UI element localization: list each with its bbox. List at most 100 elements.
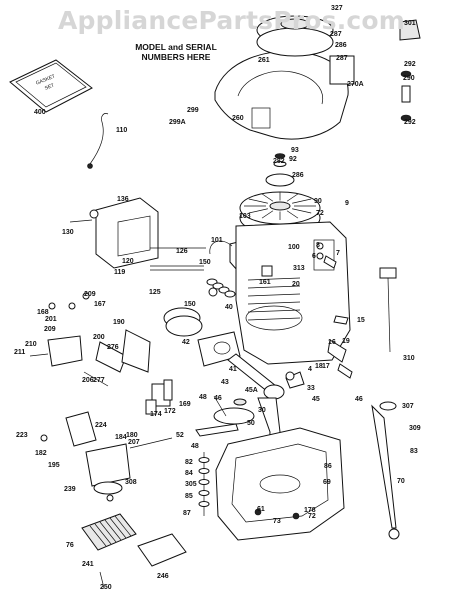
part-number-307: 307	[402, 403, 414, 410]
part-number-9: 9	[345, 200, 349, 207]
gasket-set-label-line-2: SET	[44, 82, 55, 91]
flywheel-fin	[261, 193, 274, 202]
part-209	[82, 292, 90, 300]
part-number-92: 92	[289, 156, 297, 163]
part-number-87: 87	[183, 510, 191, 517]
part-number-41: 41	[229, 366, 237, 373]
flywheel-hub	[269, 201, 291, 211]
part-number-287: 287	[336, 55, 348, 62]
governor-shaft-washer	[198, 490, 210, 496]
air-filter-pleat	[89, 525, 107, 547]
part-number-136: 136	[117, 196, 129, 203]
part-number-211: 211	[14, 349, 25, 356]
part-number-73: 73	[273, 518, 281, 525]
washer	[273, 161, 287, 167]
part-number-6: 6	[312, 253, 316, 260]
part-number-15: 15	[357, 317, 365, 324]
part-number-45: 45	[312, 396, 320, 403]
part-number-287: 287	[330, 31, 342, 38]
oil-fill-tube	[371, 404, 397, 529]
part-15	[333, 315, 349, 325]
cylinder-fin	[247, 277, 301, 281]
drain-plug-73	[254, 508, 262, 516]
part-number-76: 76	[66, 542, 74, 549]
wire-110-end	[87, 163, 93, 169]
part-276	[121, 329, 151, 373]
part-number-167: 167	[94, 301, 106, 308]
part-number-207: 207	[128, 439, 140, 446]
flywheel-fin	[248, 198, 268, 204]
flywheel-fin	[286, 210, 299, 219]
cylinder-fin	[247, 309, 301, 313]
part-number-210: 210	[25, 341, 37, 348]
part-number-48: 48	[191, 443, 199, 450]
part-7	[323, 255, 337, 269]
part-number-241: 241	[82, 561, 94, 568]
carburetor-body	[95, 197, 159, 269]
flywheel-nut	[274, 153, 286, 159]
cylinder-fin	[247, 293, 301, 297]
air-filter-pleat	[109, 517, 127, 539]
part-number-168: 168	[37, 309, 49, 316]
part-number-110: 110	[116, 127, 127, 134]
part-number-201: 201	[45, 316, 57, 323]
carburetor-gasket	[117, 215, 151, 257]
wire-110	[89, 113, 109, 165]
part-number-209: 209	[44, 326, 56, 333]
part-number-292: 292	[404, 61, 416, 68]
flywheel-fin	[248, 208, 268, 214]
spring-277	[83, 371, 109, 387]
flywheel-fin	[261, 210, 274, 219]
part-number-308: 308	[125, 479, 137, 486]
part-number-286: 286	[335, 42, 347, 49]
air-filter-pleat	[114, 515, 132, 537]
part-16-19	[327, 339, 347, 363]
plug-76	[292, 512, 300, 520]
top-cap	[399, 19, 421, 41]
part-number-223: 223	[16, 432, 28, 439]
part-4	[285, 371, 295, 381]
part-169	[163, 379, 173, 401]
part-number-100: 100	[288, 244, 300, 251]
part-number-195: 195	[48, 462, 60, 469]
part-number-184: 184	[115, 434, 127, 441]
gasket-set-envelope	[9, 59, 93, 113]
part-number-93: 93	[291, 147, 299, 154]
part-number-174: 174	[150, 411, 162, 418]
part-number-172: 172	[164, 408, 176, 415]
cylinder-fin	[247, 285, 301, 289]
part-number-126: 126	[176, 248, 188, 255]
part-6	[316, 252, 324, 260]
grommet-308	[388, 528, 400, 540]
starter-handle-cap	[280, 18, 310, 30]
part-292-b	[400, 114, 412, 122]
part-number-313: 313	[293, 265, 305, 272]
part-178	[106, 494, 114, 502]
part-18	[337, 363, 353, 379]
part-number-239: 239	[64, 486, 76, 493]
air-filter-pleat	[104, 519, 122, 541]
cylinder-fin	[247, 317, 301, 321]
blower-housing	[214, 50, 349, 140]
part-number-276: 276	[107, 344, 119, 351]
sump-inner	[231, 443, 329, 523]
air-filter-pleat	[99, 521, 117, 543]
crank-counterweight	[285, 371, 305, 389]
part-number-120: 120	[122, 258, 134, 265]
screw-211	[29, 353, 49, 357]
gasket-set-envelope-inner	[15, 62, 87, 108]
part-number-178: 178	[304, 507, 316, 514]
flywheel-fin	[286, 193, 299, 202]
part-number-46: 46	[214, 395, 222, 402]
carburetor-bowl	[93, 481, 123, 495]
part-number-86: 86	[324, 463, 332, 470]
tappet	[213, 395, 227, 417]
part-number-190: 190	[113, 319, 125, 326]
part-number-72: 72	[308, 513, 316, 520]
air-filter-foam	[137, 533, 187, 567]
part-number-309: 309	[409, 425, 421, 432]
part-number-299: 299	[187, 107, 199, 114]
part-33	[233, 398, 247, 406]
